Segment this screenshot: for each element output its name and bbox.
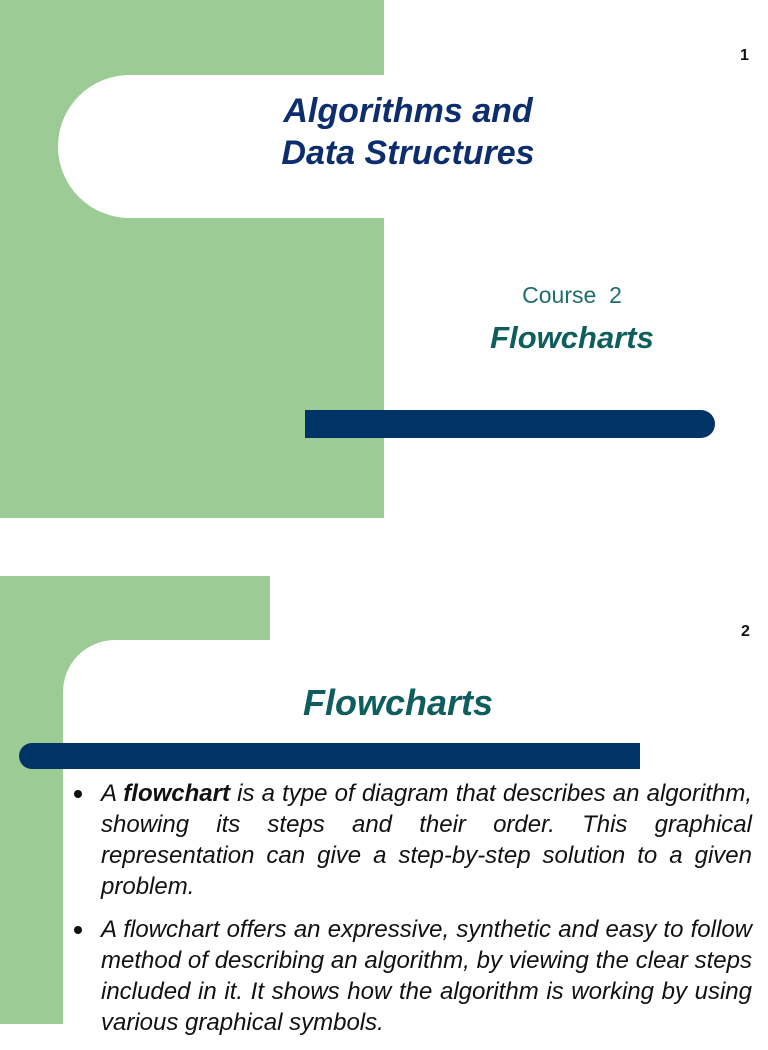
list-item: A flowchart offers an expressive, synthe… xyxy=(74,914,752,1038)
bullet-icon xyxy=(74,926,82,934)
list-item: A flowchart is a type of diagram that de… xyxy=(74,778,752,902)
accent-bar xyxy=(19,743,640,769)
title-line-2: Data Structures xyxy=(281,134,535,172)
slide-number: 2 xyxy=(741,623,750,640)
subtitle: Flowcharts xyxy=(490,320,654,355)
section-title: Flowcharts xyxy=(302,682,494,723)
title-line-1: Algorithms and xyxy=(283,92,533,130)
content-panel xyxy=(63,640,768,1024)
bullet-icon xyxy=(74,790,82,798)
accent-bar xyxy=(305,410,715,438)
slide-number: 1 xyxy=(740,47,749,64)
title-pill xyxy=(58,75,768,218)
slide-1: 1 Algorithms and Data Structures Course … xyxy=(0,0,768,518)
slide-2: 2 xyxy=(0,576,768,1024)
bullet-list: A flowchart is a type of diagram that de… xyxy=(74,778,752,1050)
page-title: Algorithms and Data Structures xyxy=(212,90,604,174)
course-label: Course 2 xyxy=(522,282,622,308)
